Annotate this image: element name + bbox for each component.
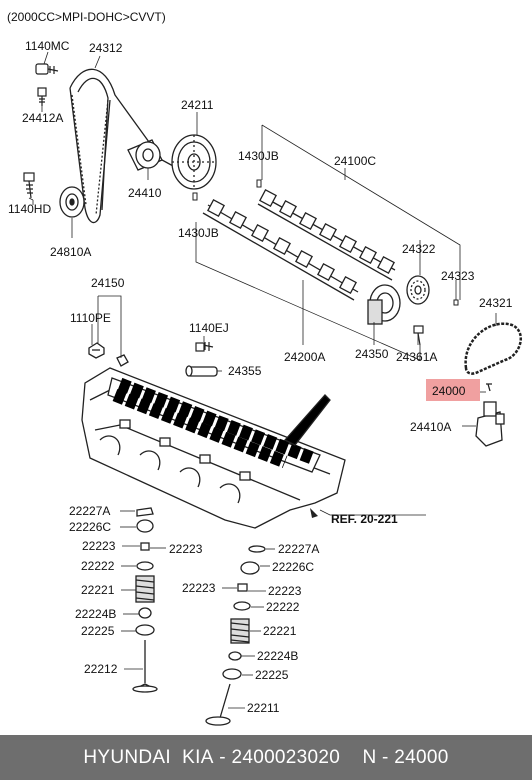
- seat-22224b-right: [228, 651, 242, 661]
- retainer-22227a-left: [136, 507, 154, 517]
- reference-arrow: [310, 508, 318, 518]
- seal-22226c-left: [136, 519, 154, 533]
- label-24355: 24355: [228, 364, 262, 378]
- label-24200a: 24200A: [284, 350, 325, 364]
- washer-22225-right: [222, 668, 242, 680]
- label-24322: 24322: [402, 242, 436, 256]
- label-24810a: 24810A: [50, 245, 91, 259]
- spring-22221-left: [135, 575, 155, 603]
- seat-22224b-left: [138, 607, 152, 619]
- label-22222-left: 22222: [81, 559, 115, 573]
- timing-chain-24321: [464, 322, 523, 375]
- label-24150: 24150: [91, 276, 125, 290]
- cylinder-head: [81, 367, 346, 529]
- label-22222-right: 22222: [266, 600, 300, 614]
- spring-22221-right: [230, 618, 250, 644]
- retainer-22222-left: [136, 561, 154, 571]
- label-22211: 22211: [247, 701, 280, 715]
- chain-tensioner-24410a: [475, 401, 505, 447]
- parts-diagram: (2000CC>MPI-DOHC>CVVT): [7, 10, 523, 726]
- pin-24323: [453, 299, 459, 306]
- oil-control-valve-24355: [185, 365, 218, 377]
- label-22223-mid: 22223: [169, 542, 203, 556]
- tensioner-24410: [127, 139, 163, 171]
- label-24312: 24312: [89, 41, 123, 55]
- label-22225-left: 22225: [81, 624, 115, 638]
- idler-pulley-24810a: [59, 186, 85, 218]
- label-22221-right: 22221: [263, 624, 297, 638]
- diagram-header: (2000CC>MPI-DOHC>CVVT): [7, 10, 166, 24]
- bolt-24000: [486, 383, 492, 392]
- valve-22212: [132, 640, 158, 693]
- bolt-1140hd: [23, 172, 35, 199]
- footer-brand: HYUNDAI KIA: [83, 746, 214, 768]
- plug-1110pe: [88, 342, 105, 359]
- bolt-1140ej: [195, 342, 214, 352]
- label-22226c-left: 22226C: [69, 520, 111, 534]
- washer-22225-left: [135, 624, 155, 636]
- label-1140ej: 1140EJ: [189, 321, 229, 335]
- valve-parts: [132, 507, 266, 726]
- bolt-24412a: [37, 87, 47, 106]
- label-22225-right: 22225: [255, 668, 289, 682]
- cam-sprocket-24211: [171, 134, 217, 190]
- label-24412a: 24412A: [22, 111, 63, 125]
- retainer-22227a-right: [248, 545, 266, 553]
- label-24211: 24211: [181, 98, 214, 112]
- label-24100c: 24100C: [334, 154, 376, 168]
- footer-separator: -: [213, 746, 232, 768]
- leader-lines: [28, 51, 497, 709]
- footer-part-number: 2400023020: [231, 746, 341, 768]
- label-22227a-left: 22227A: [69, 504, 110, 518]
- bolt-1140mc: [35, 63, 59, 75]
- bolt-24361a: [413, 325, 424, 346]
- cotter-22223-right: [237, 583, 248, 592]
- label-22223-left: 22223: [82, 539, 116, 553]
- label-22227a-right: 22227A: [278, 542, 319, 556]
- label-24321: 24321: [479, 296, 513, 310]
- label-1430jb-mid: 1430JB: [178, 226, 219, 240]
- label-1140mc: 1140MC: [25, 39, 70, 53]
- footer-code: 24000: [394, 746, 449, 768]
- label-24000: 24000: [432, 384, 466, 398]
- label-24350: 24350: [355, 347, 389, 361]
- pin-1430jb-mid: [192, 192, 198, 201]
- label-22223-right: 22223: [268, 584, 302, 598]
- cotter-22223-left: [140, 542, 150, 551]
- label-22224b-left: 22224B: [75, 607, 116, 621]
- label-1140hd: 1140HD: [8, 202, 51, 216]
- camshaft-24100c: [257, 189, 396, 281]
- footer-code-separator: N -: [340, 746, 395, 768]
- label-22223-lower: 22223: [182, 581, 216, 595]
- label-22221-left: 22221: [81, 583, 115, 597]
- valve-22211: [205, 683, 231, 726]
- label-24361a: 24361A: [396, 350, 437, 364]
- label-1430jb-top: 1430JB: [238, 149, 279, 163]
- label-22224b-right: 22224B: [257, 649, 298, 663]
- label-22212: 22212: [84, 662, 118, 676]
- label-22226c-right: 22226C: [272, 560, 314, 574]
- label-24410a: 24410A: [410, 420, 451, 434]
- highlight-box-24000: [426, 379, 480, 401]
- seal-22226c-right: [240, 561, 260, 575]
- cvvt-assembly-24350: [367, 284, 401, 325]
- label-1110pe: 1110PE: [70, 311, 111, 325]
- plug-24150: [116, 354, 129, 367]
- pin-1430jb-top: [256, 179, 262, 188]
- label-24410: 24410: [128, 186, 162, 200]
- part-labels: 1140MC 24312 24412A 24211 1430JB 24100C …: [8, 39, 513, 715]
- camshaft-24200a: [202, 199, 359, 301]
- footer-bar: HYUNDAI KIA - 2400023020 N - 24000: [0, 735, 532, 780]
- retainer-22222-right: [233, 601, 251, 611]
- reference-label: REF. 20-221: [331, 512, 398, 526]
- sprocket-24322: [406, 275, 430, 305]
- label-24323: 24323: [441, 269, 475, 283]
